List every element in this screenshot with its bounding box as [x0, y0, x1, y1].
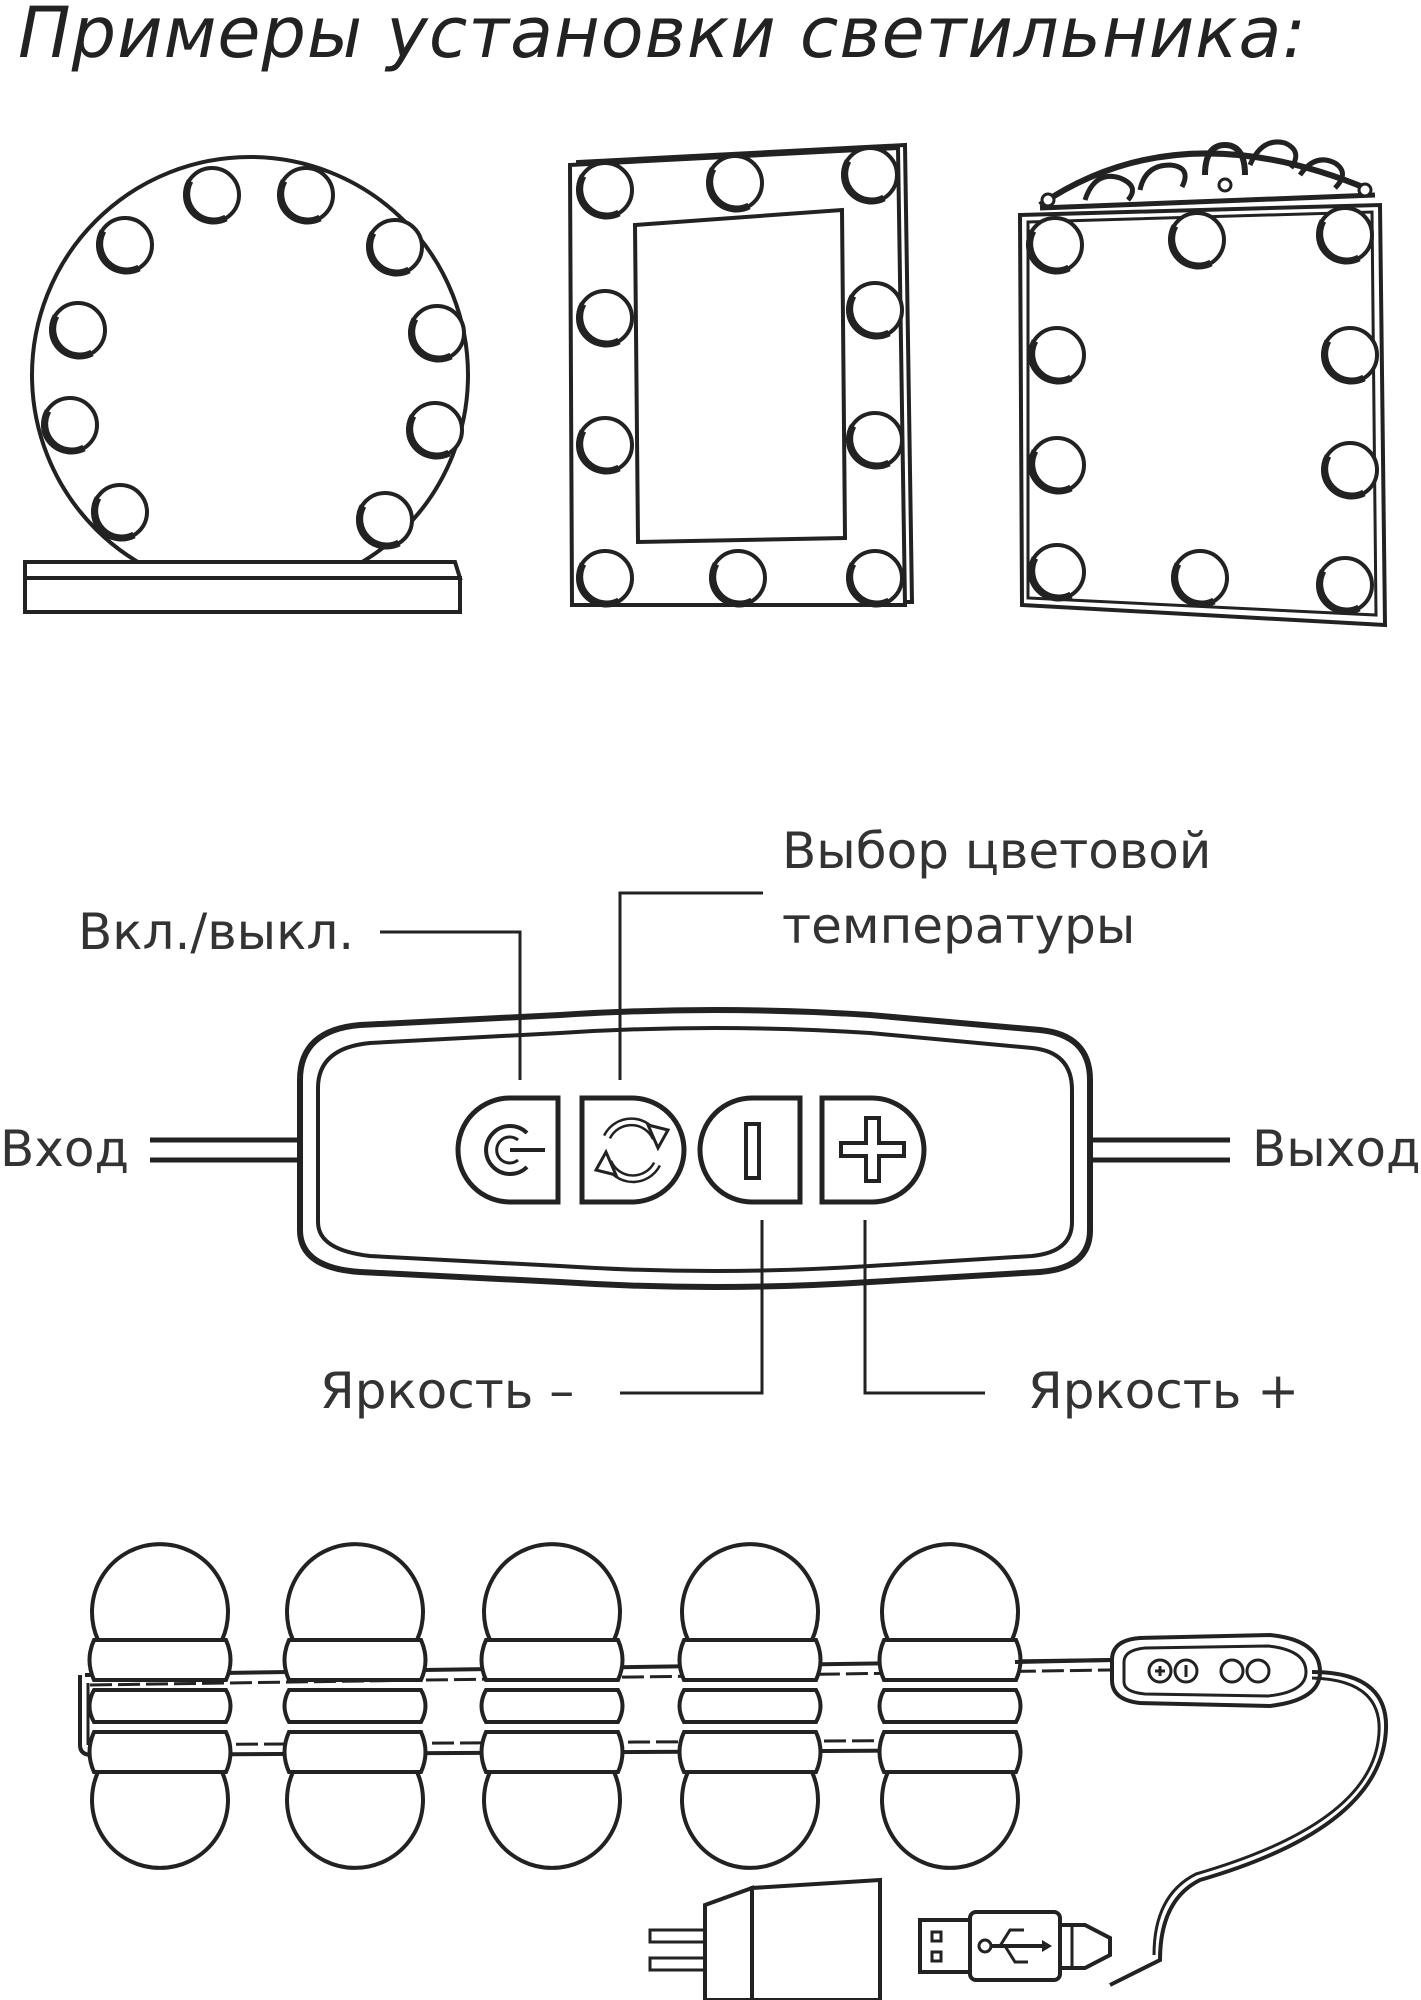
- plus-icon: [839, 1116, 906, 1183]
- round-mirror: [23, 155, 470, 614]
- brightness-down-button[interactable]: [697, 1095, 803, 1205]
- plug-icon: [648, 1877, 882, 2000]
- usb-connector: [918, 1910, 1112, 1982]
- controller: [150, 891, 1230, 1395]
- strip-bulbs: [87, 1542, 1023, 1870]
- ornate-mirror: [1017, 139, 1388, 628]
- mini-controller: [1014, 1632, 1389, 1987]
- power-icon: [484, 1124, 545, 1176]
- refresh-icon: [593, 1117, 671, 1184]
- label-color-temp-1: Выбор цветовой: [782, 822, 1212, 880]
- label-output: Выход: [1252, 1120, 1421, 1178]
- page-title: Примеры установки светильника:: [18, 0, 1307, 74]
- minus-icon: [744, 1122, 761, 1180]
- color-temperature-button[interactable]: [579, 1095, 687, 1205]
- rectangular-mirror: [567, 142, 915, 605]
- brightness-up-button[interactable]: [819, 1095, 927, 1205]
- label-power: Вкл./выкл.: [78, 903, 355, 961]
- label-brightness-up: Яркость +: [1028, 1362, 1300, 1420]
- label-brightness-down: Яркость –: [320, 1362, 575, 1420]
- label-input: Вход: [0, 1120, 130, 1178]
- label-color-temp-2: температуры: [782, 897, 1136, 955]
- power-button[interactable]: [455, 1095, 561, 1205]
- usb-icon: [977, 1928, 1052, 1964]
